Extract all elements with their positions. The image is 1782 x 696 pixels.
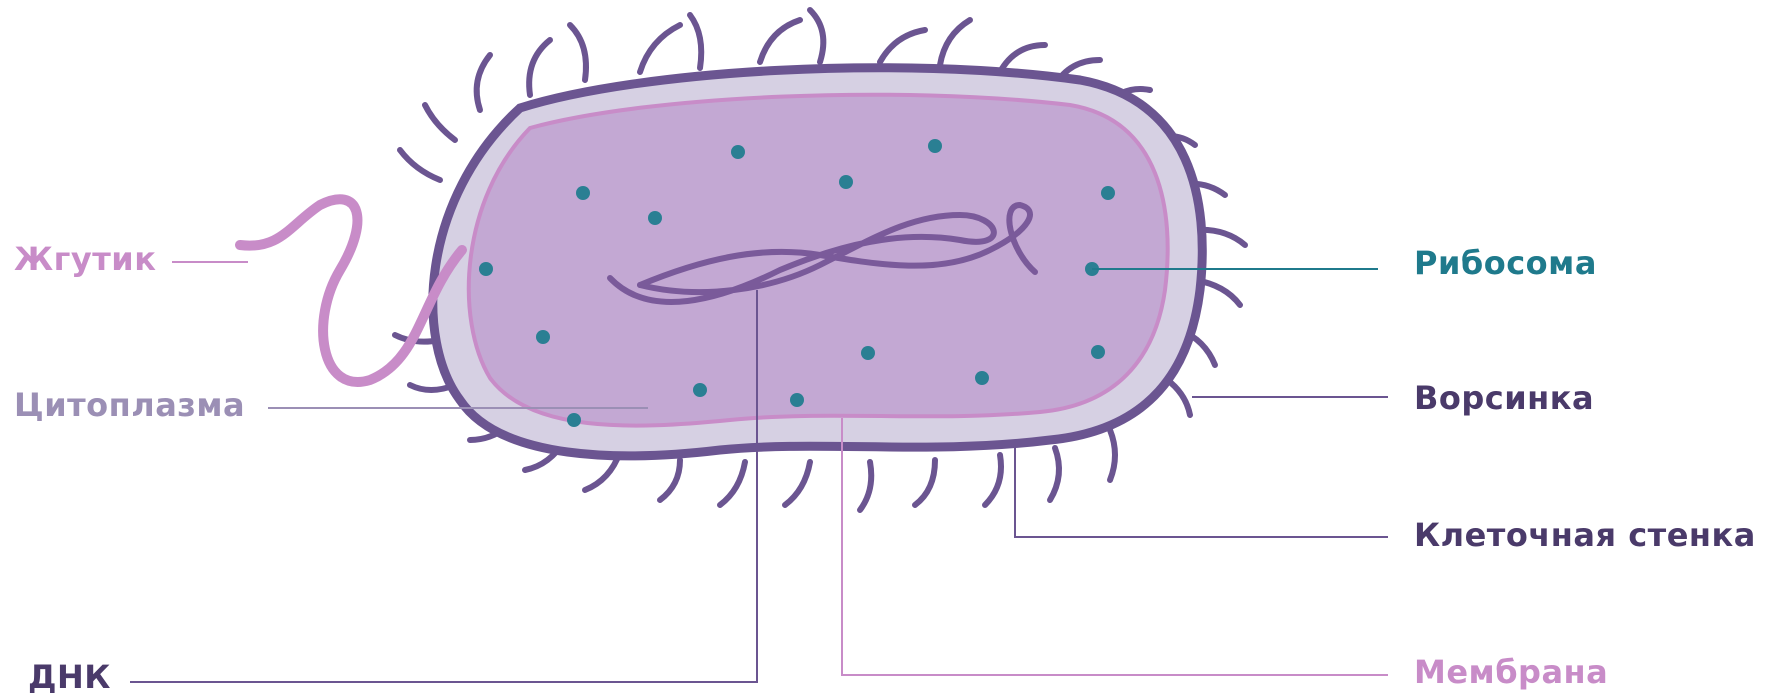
pilus-label: Ворсинка — [1414, 379, 1594, 417]
cell-wall-label: Клеточная стенка — [1414, 516, 1756, 554]
flagellum-label: Жгутик — [14, 240, 156, 278]
cytoplasm-label: Цитоплазма — [14, 386, 245, 424]
ribosome-label: Рибосома — [1414, 244, 1597, 282]
membrane-label: Мембрана — [1414, 653, 1608, 691]
cell-wall-leader — [1015, 444, 1388, 537]
cytoplasm-membrane — [469, 95, 1168, 426]
dna-label: ДНК — [28, 658, 111, 696]
